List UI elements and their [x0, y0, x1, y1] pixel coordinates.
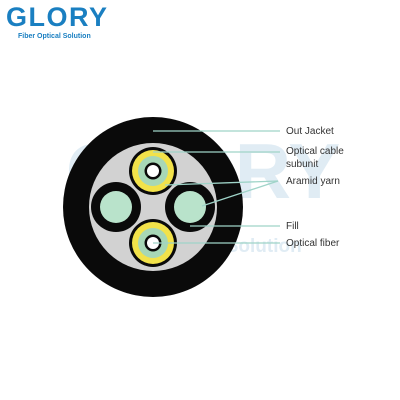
- leader-aramid-yarn-lower: [201, 180, 279, 207]
- logo-brand: GLORY: [6, 2, 109, 32]
- label-optical-cable-subunit-line1: Optical cable: [286, 146, 344, 157]
- label-aramid-yarn: Aramid yarn: [286, 176, 340, 187]
- leader-lines: [153, 130, 280, 244]
- logo: GLORY Fiber Optical Solution: [6, 2, 109, 40]
- optical-fiber-top: [147, 165, 159, 177]
- fill-rod-right: [165, 182, 215, 232]
- optical-cable-subunit-top: [129, 147, 177, 195]
- labels: Out Jacket Optical cable subunit Aramid …: [286, 126, 344, 249]
- cable: [63, 117, 243, 297]
- leader-aramid-yarn-upper: [164, 180, 279, 186]
- inner-fill-area: [89, 143, 217, 271]
- fill-rod-left: [91, 182, 141, 232]
- label-fill: Fill: [286, 221, 299, 232]
- label-optical-cable-subunit-line2: subunit: [286, 159, 318, 170]
- label-optical-fiber: Optical fiber: [286, 238, 340, 249]
- logo-tagline: Fiber Optical Solution: [18, 33, 91, 40]
- label-out-jacket: Out Jacket: [286, 126, 334, 137]
